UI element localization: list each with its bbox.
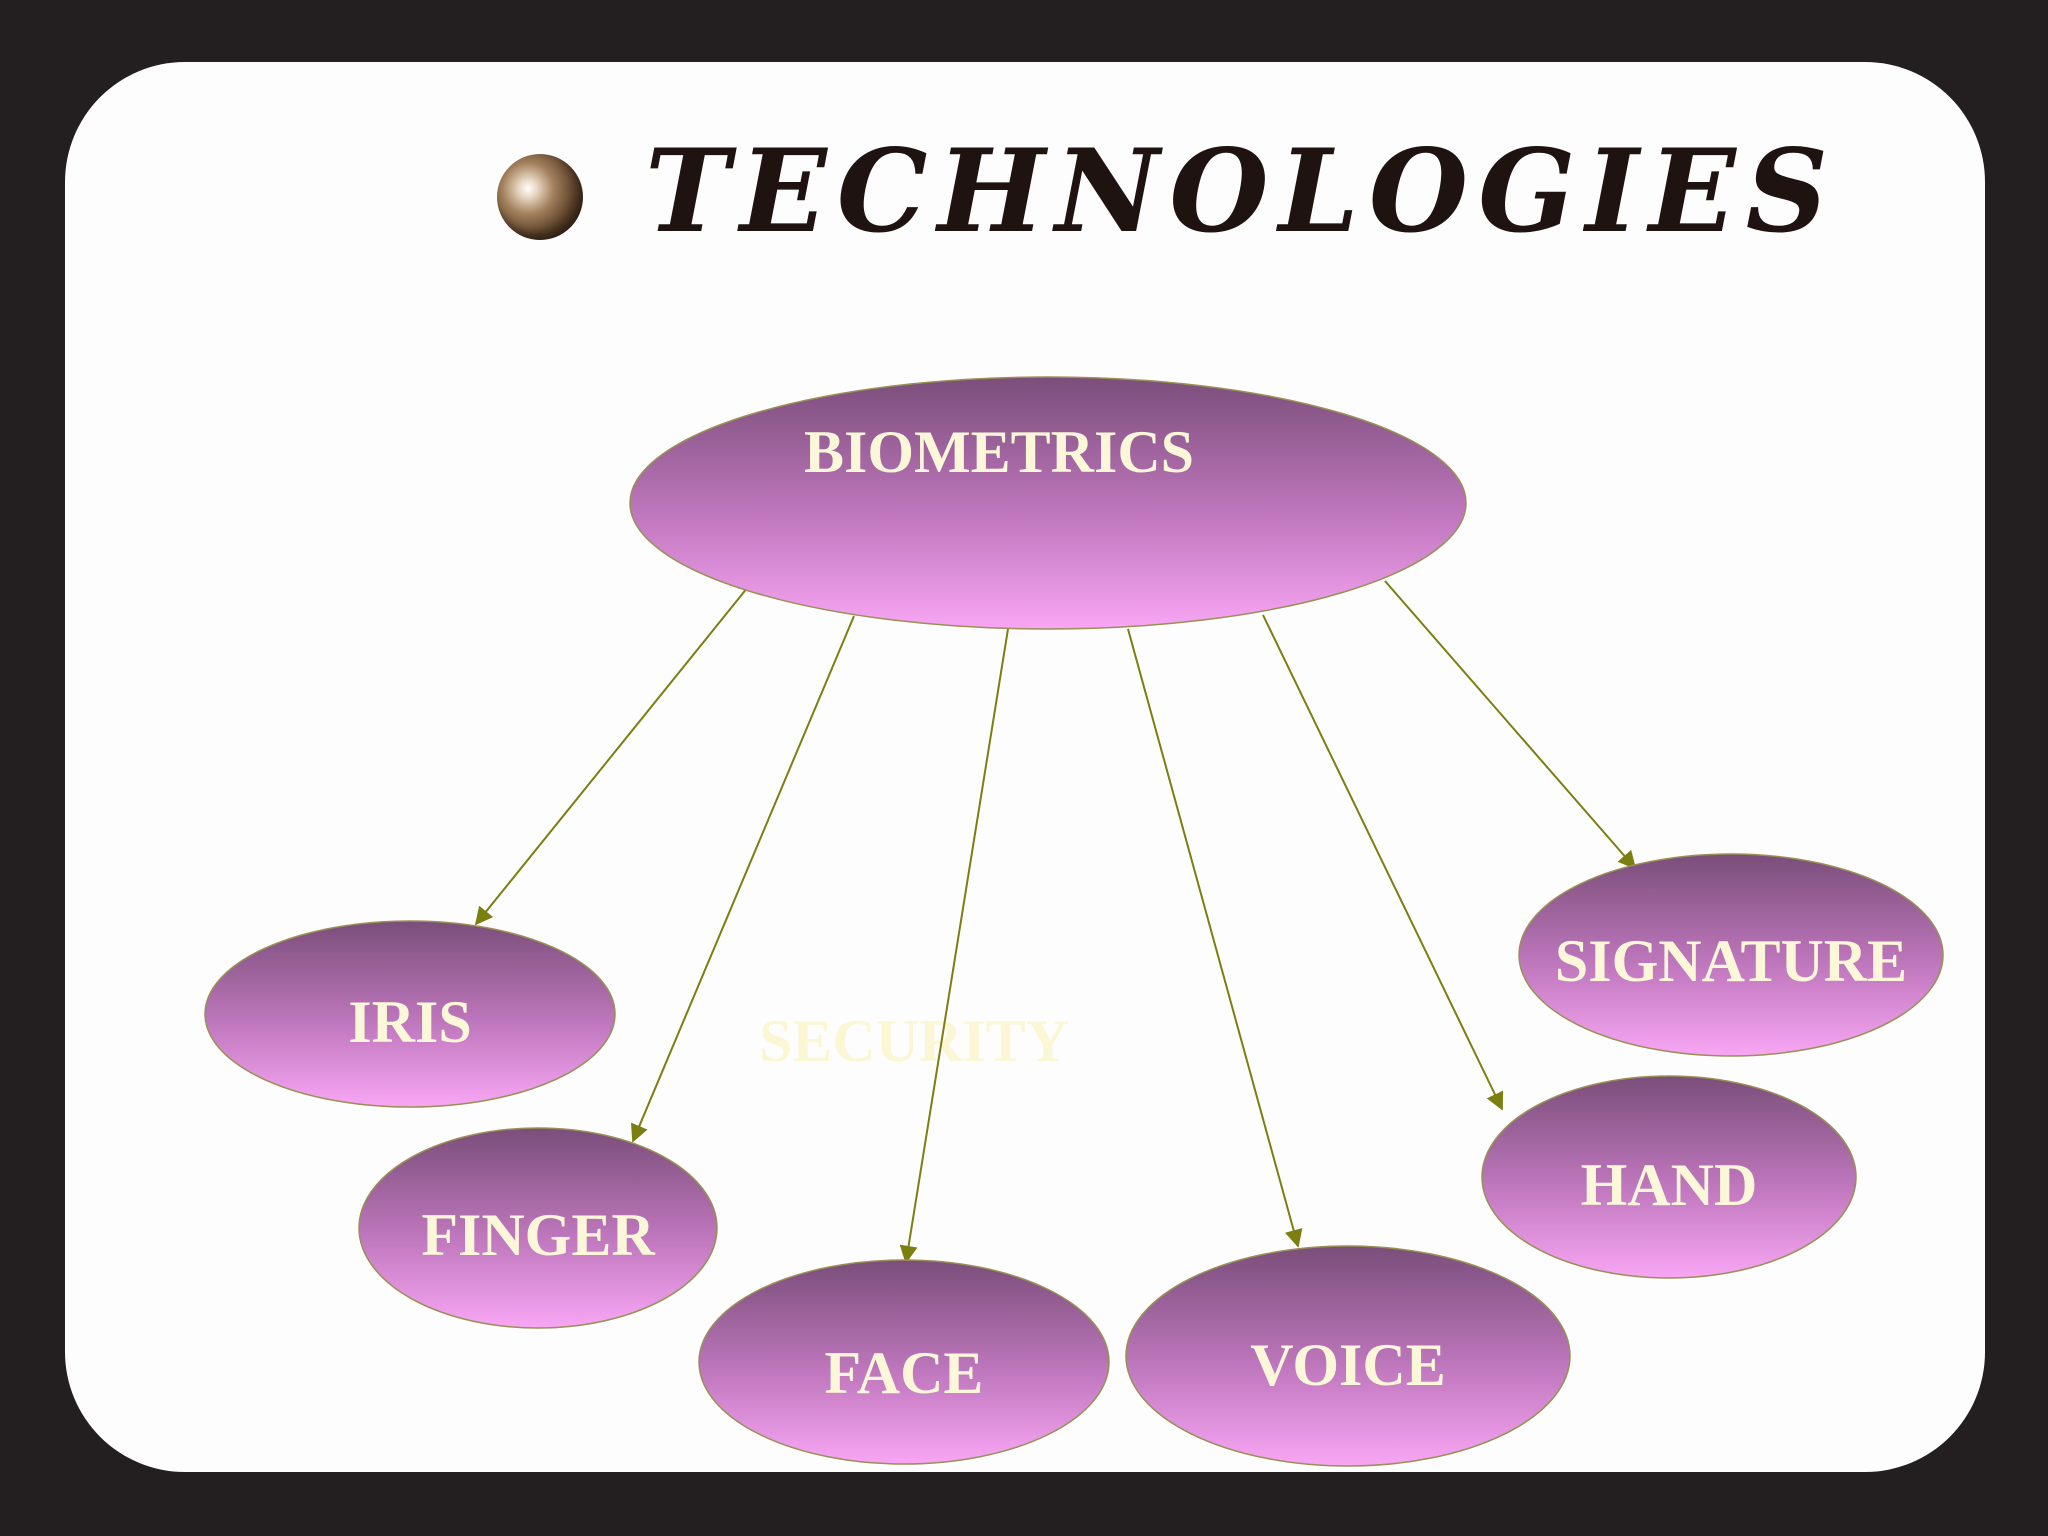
arrow-to-face: [899, 628, 1009, 1264]
arrow-to-signature: [1384, 580, 1637, 870]
security-watermark: SECURITY: [759, 1008, 1069, 1074]
arrow-to-finger: [630, 615, 855, 1143]
node-biometrics: BIOMETRICS: [629, 376, 1467, 630]
node-face: FACE: [698, 1259, 1110, 1465]
slide-title: TECHNOLOGIES: [645, 124, 1839, 258]
node-biometrics-label: BIOMETRICS: [804, 419, 1194, 485]
arrow-to-voice: [1127, 628, 1303, 1248]
node-iris-label: IRIS: [348, 989, 471, 1055]
node-voice-label: VOICE: [1250, 1332, 1446, 1398]
slide-canvas: TECHNOLOGIES SECURITY: [65, 62, 1985, 1472]
node-signature: SIGNATURE: [1518, 853, 1944, 1057]
node-iris: IRIS: [204, 920, 616, 1108]
node-hand: HAND: [1481, 1075, 1857, 1279]
node-signature-label: SIGNATURE: [1555, 928, 1907, 994]
node-voice: VOICE: [1125, 1245, 1571, 1467]
node-face-label: FACE: [825, 1340, 984, 1406]
node-finger-label: FINGER: [421, 1202, 655, 1268]
bullet-sphere-icon: [497, 154, 583, 240]
arrow-to-hand: [1262, 614, 1504, 1111]
node-finger: FINGER: [358, 1127, 718, 1329]
node-hand-label: HAND: [1581, 1152, 1758, 1218]
title-row: TECHNOLOGIES: [65, 62, 1985, 322]
arrow-to-iris: [474, 581, 753, 926]
biometrics-diagram: SECURITY BIOMETRICS IRIS: [204, 376, 1944, 1467]
